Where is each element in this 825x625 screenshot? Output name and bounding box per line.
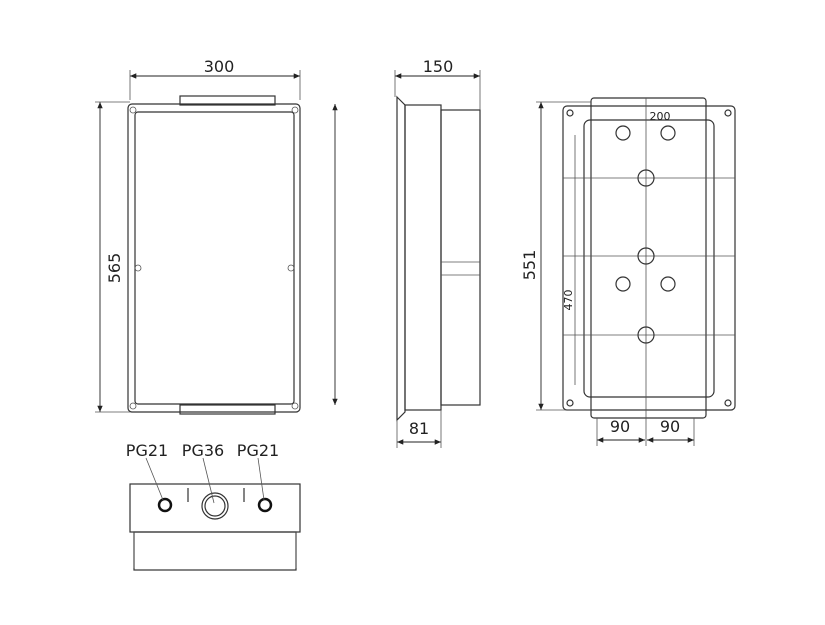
- bottom-view: PG21 PG36 PG21: [126, 441, 301, 571]
- side-view: 150 81: [394, 57, 481, 448]
- right-spacing-dimension: 90: [660, 417, 680, 436]
- gland-label-right: PG21: [237, 441, 279, 460]
- front-height-dimension: 565: [105, 253, 124, 284]
- gland-label-center: PG36: [182, 441, 224, 460]
- left-spacing-dimension: 90: [610, 417, 630, 436]
- side-inner-depth-dimension: 81: [409, 419, 429, 438]
- back-view: 200 470 551 90 90: [520, 97, 736, 446]
- back-height-dimension: 551: [520, 250, 539, 281]
- gland-label-left: PG21: [126, 441, 168, 460]
- front-view: 300 565: [95, 57, 338, 415]
- mount-height-dimension: 470: [562, 290, 575, 311]
- front-width-dimension: 300: [204, 57, 235, 76]
- side-depth-dimension: 150: [423, 57, 454, 76]
- mount-width-dimension: 200: [650, 110, 671, 123]
